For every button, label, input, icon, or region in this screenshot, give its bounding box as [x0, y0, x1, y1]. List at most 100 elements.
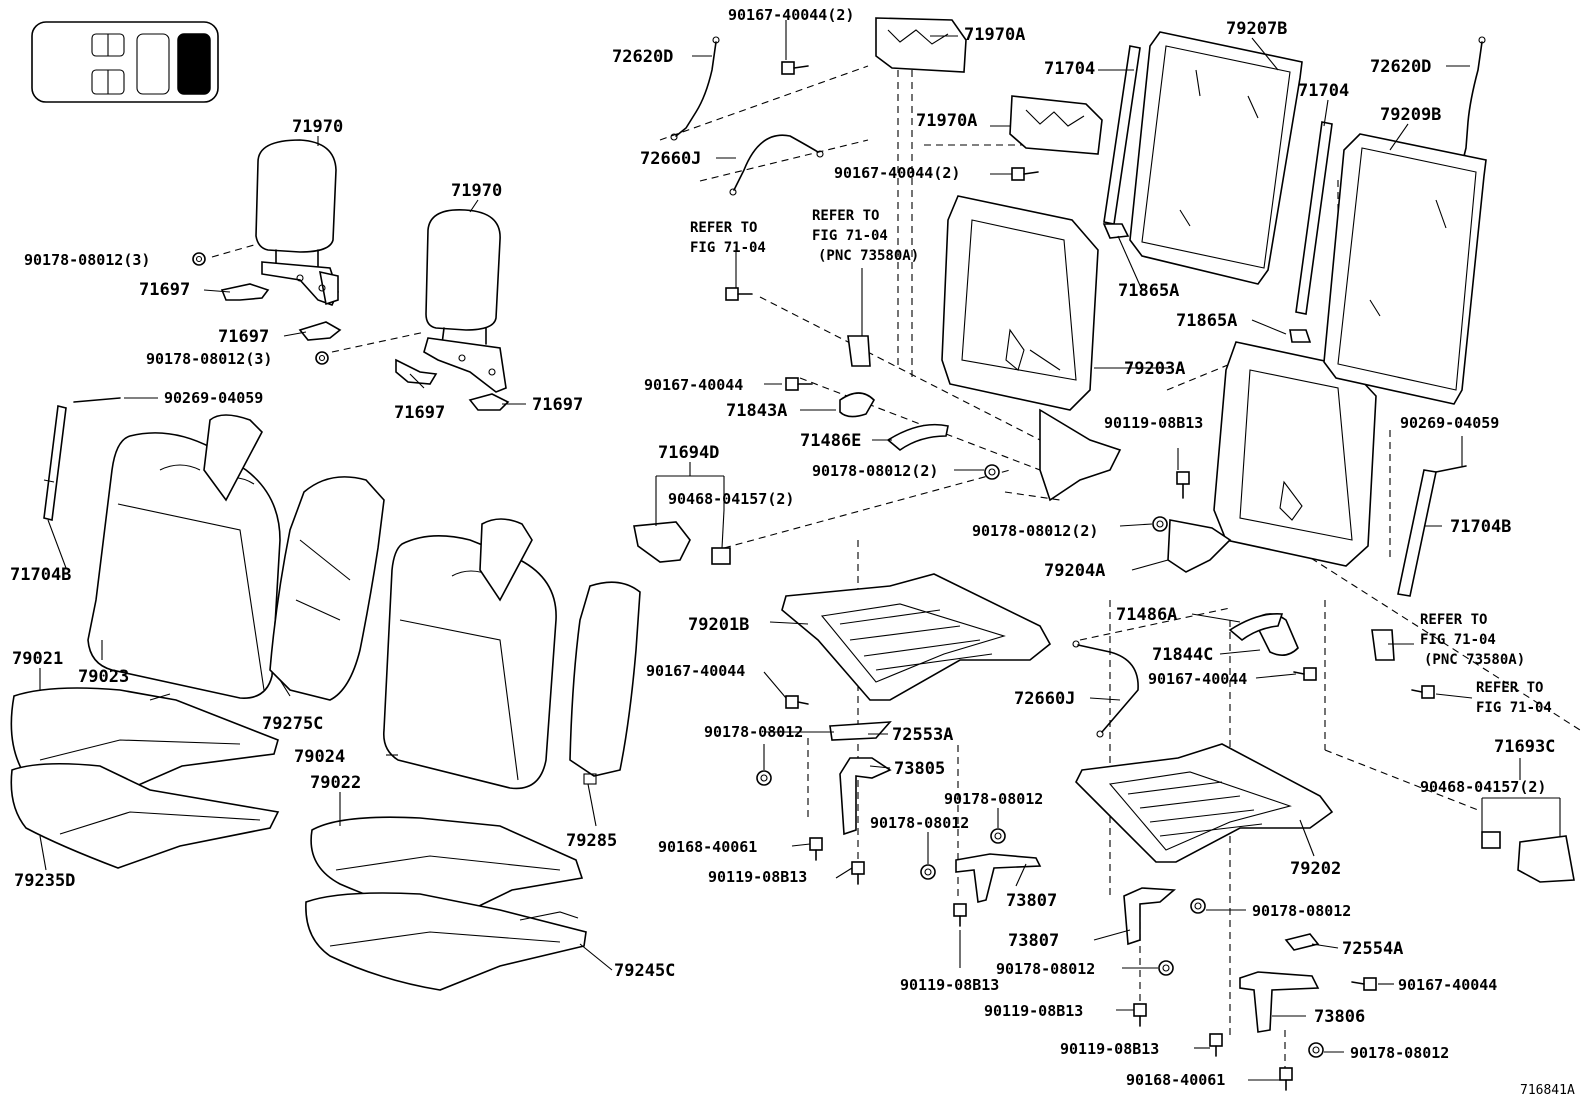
part-label: 79202: [1290, 859, 1341, 879]
part-label: 79245C: [614, 961, 675, 981]
part-label: 90178-08012: [944, 790, 1043, 808]
part-label: 90269-04059: [1400, 414, 1499, 432]
part-label: 90178-08012: [1252, 902, 1351, 920]
highlighted-seat-icon: [177, 33, 211, 95]
bolt-icons: [725, 61, 1435, 1091]
seat-back-board-79209B: [1323, 133, 1487, 405]
part-label: 90468-04157(2): [668, 490, 794, 508]
part-label: 71704B: [10, 565, 71, 585]
part-label: 73807: [1008, 931, 1059, 951]
part-label: 79021: [12, 649, 63, 669]
vehicle-seat-row-locator-icon: [31, 21, 219, 103]
seat-cushion-frame-79201B: [781, 573, 1052, 701]
part-label: 73807: [1006, 891, 1057, 911]
part-label: 71697: [218, 327, 269, 347]
part-label: 79023: [78, 667, 129, 687]
part-label: 90167-40044: [1148, 670, 1247, 688]
nut-icons-2: [756, 464, 1324, 1058]
part-label: 90178-08012: [1350, 1044, 1449, 1062]
strap-71704: [73, 45, 1467, 597]
headrest-left: [255, 139, 339, 306]
part-label: 71970: [292, 117, 343, 137]
headrest-support-71970A: [875, 17, 1103, 155]
release-cable-72660J: [729, 134, 1139, 738]
svg-text:(PNC 73580A): (PNC 73580A): [818, 248, 919, 264]
part-label: 90178-08012(3): [146, 350, 272, 368]
svg-text:FIG 71-04: FIG 71-04: [812, 228, 888, 244]
reference-note-fig-71-04-pnc-right: REFER TO FIG 71-04 (PNC 73580A): [1420, 612, 1525, 668]
seat-back-frame-right: [1167, 341, 1377, 573]
figure-id: 716841A: [1520, 1083, 1575, 1098]
part-label: 90167-40044: [646, 662, 745, 680]
part-label: 90167-40044: [644, 376, 743, 394]
part-label: 90119-08B13: [708, 868, 807, 886]
reference-note-fig-71-04-right: REFER TO FIG 71-04: [1476, 680, 1552, 716]
part-label: 72660J: [1014, 689, 1075, 709]
part-label: 71865A: [1118, 281, 1179, 301]
part-label: 72554A: [1342, 939, 1403, 959]
svg-text:REFER TO: REFER TO: [1476, 680, 1543, 696]
svg-text:REFER TO: REFER TO: [812, 208, 879, 224]
svg-text:REFER TO: REFER TO: [1420, 612, 1487, 628]
part-label: 79204A: [1044, 561, 1105, 581]
part-label: 71704: [1044, 59, 1095, 79]
part-label: 90468-04157(2): [1420, 778, 1546, 796]
part-label: 79207B: [1226, 19, 1287, 39]
part-label: 71694D: [658, 443, 719, 463]
part-label: 79209B: [1380, 105, 1441, 125]
part-label: 71486A: [1116, 605, 1177, 625]
part-label: 72620D: [612, 47, 673, 67]
reference-note-fig-71-04-pnc: REFER TO FIG 71-04 (PNC 73580A): [812, 208, 919, 264]
part-label: 71970A: [964, 25, 1025, 45]
part-label: 90168-40061: [1126, 1071, 1225, 1089]
part-label: 71970: [451, 181, 502, 201]
svg-text:(PNC 73580A): (PNC 73580A): [1424, 652, 1525, 668]
seat-cushion-covers: [10, 687, 587, 991]
part-label: 71704: [1298, 81, 1349, 101]
hinge-brackets: [829, 721, 1320, 1033]
seat-back-covers: [43, 405, 641, 790]
part-label: 79203A: [1124, 359, 1185, 379]
reference-notes: REFER TO FIG 71-04 REFER TO FIG 71-04 (P…: [690, 208, 1552, 716]
hinge-cover-parts: [633, 223, 1575, 883]
part-label: 71697: [394, 403, 445, 423]
part-label: 90168-40061: [658, 838, 757, 856]
part-label: 71697: [139, 280, 190, 300]
part-label: 71704B: [1450, 517, 1511, 537]
part-label: 73806: [1314, 1007, 1365, 1027]
part-label: 79285: [566, 831, 617, 851]
svg-text:FIG 71-04: FIG 71-04: [690, 240, 766, 256]
reference-note-fig-71-04: REFER TO FIG 71-04: [690, 220, 766, 256]
part-label: 90119-08B13: [1104, 414, 1203, 432]
seat-cushion-frame-79202: [1075, 743, 1334, 863]
part-label: 90178-08012(2): [812, 462, 938, 480]
part-label: 90269-04059: [164, 389, 263, 407]
part-label: 90178-08012(3): [24, 251, 150, 269]
part-label: 90178-08012(2): [972, 522, 1098, 540]
part-label: 90178-08012: [996, 960, 1095, 978]
part-label: 71697: [532, 395, 583, 415]
part-label: 90178-08012: [704, 723, 803, 741]
part-label: 71844C: [1152, 645, 1213, 665]
part-label: 71486E: [800, 431, 861, 451]
part-label: 72660J: [640, 149, 701, 169]
headrest-guide-clip: [220, 283, 510, 411]
part-label: 79201B: [688, 615, 749, 635]
part-label: 90119-08B13: [1060, 1040, 1159, 1058]
headrest-right: [423, 209, 507, 393]
part-label: 90119-08B13: [900, 976, 999, 994]
seat-back-frame-79203A: [941, 195, 1122, 502]
part-label: 71843A: [726, 401, 787, 421]
part-label: 71970A: [916, 111, 977, 131]
part-label: 90178-08012: [870, 814, 969, 832]
svg-text:FIG 71-04: FIG 71-04: [1420, 632, 1496, 648]
part-label: 71865A: [1176, 311, 1237, 331]
part-label: 79275C: [262, 714, 323, 734]
svg-text:FIG 71-04: FIG 71-04: [1476, 700, 1552, 716]
leader-lines: [39, 20, 1561, 1081]
part-number-labels: 71970 71970 90178-08012(3) 71697 71697 9…: [10, 6, 1555, 1089]
part-label: 72620D: [1370, 57, 1431, 77]
part-label: 90167-40044(2): [728, 6, 854, 24]
part-label: 79024: [294, 747, 345, 767]
